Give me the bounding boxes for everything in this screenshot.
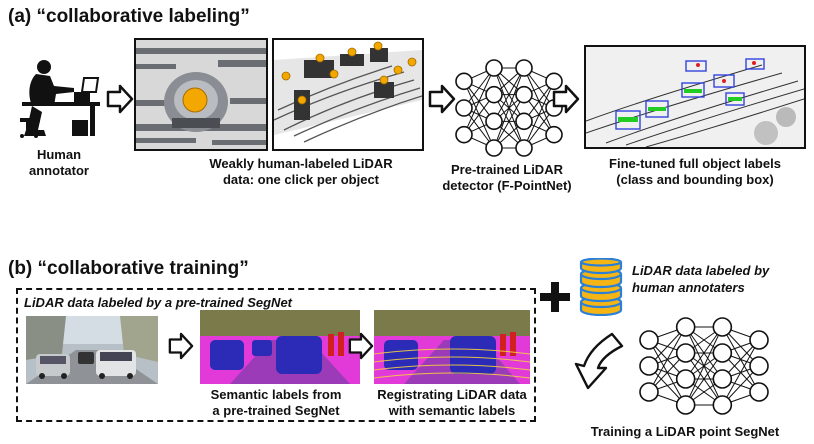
- network-node: [545, 125, 563, 144]
- train-segnet-caption: Training a LiDAR point SegNet: [590, 424, 780, 439]
- network-node: [712, 395, 733, 415]
- network-node: [639, 330, 659, 350]
- network-node: [455, 125, 473, 144]
- network-node: [712, 317, 733, 337]
- network-node: [712, 369, 733, 389]
- arrow-right-icon: [348, 332, 374, 360]
- arrow-right-icon: [552, 84, 580, 114]
- network-node: [749, 382, 769, 402]
- street-photo-image: [26, 316, 158, 384]
- weak-label-caption: Weakly human-labeled LiDAR data: one cli…: [209, 156, 393, 187]
- network-node: [515, 112, 533, 131]
- curved-arrow-icon: [572, 330, 634, 392]
- database-icon: [578, 258, 624, 316]
- semantic-labels-caption: Semantic labels from a pre-trained SegNe…: [210, 387, 342, 418]
- network-node: [639, 382, 659, 402]
- human-annotator-label: Human annotator: [29, 147, 89, 178]
- network-node: [485, 85, 503, 104]
- network-node: [455, 99, 473, 117]
- arrow-right-icon: [106, 84, 134, 114]
- network-node: [749, 356, 769, 376]
- finetuned-caption: Fine-tuned full object labels (class and…: [609, 156, 781, 187]
- pretrained-segnet-group: [16, 288, 536, 422]
- human-data-label: LiDAR data labeled by human annotaters: [632, 263, 770, 295]
- network-node: [515, 59, 533, 77]
- network-node: [749, 330, 769, 350]
- detector-caption: Pre-trained LiDAR detector (F-PointNet): [442, 162, 572, 193]
- bounding-boxes: [615, 58, 765, 130]
- arrow-right-icon: [168, 332, 194, 360]
- finetuned-labels-image: [584, 45, 806, 149]
- weak-label-scene-image: [272, 38, 424, 151]
- network-node: [485, 112, 503, 131]
- network-node: [675, 343, 696, 363]
- weak-label-closeup-image: [134, 38, 268, 151]
- network-node: [712, 343, 733, 363]
- dashed-group-title: LiDAR data labeled by a pre-trained SegN…: [24, 295, 293, 310]
- network-node: [675, 369, 696, 389]
- neural-network-icon: [454, 58, 564, 158]
- click-markers: [281, 41, 417, 105]
- network-node: [515, 139, 533, 157]
- network-node: [485, 139, 503, 157]
- registered-caption: Registrating LiDAR data with semantic la…: [377, 387, 527, 418]
- registered-lidar-image: [374, 310, 530, 384]
- human-annotator-icon: [14, 58, 112, 138]
- network-node: [545, 72, 563, 91]
- arrow-right-icon: [428, 84, 456, 114]
- section-b-heading: (b) “collaborative training”: [8, 258, 249, 279]
- neural-network-icon: [638, 316, 770, 416]
- plus-icon: [540, 282, 570, 312]
- network-node: [515, 85, 533, 104]
- click-marker-icon: [182, 87, 208, 113]
- network-node: [675, 395, 696, 415]
- semantic-labels-image: [200, 310, 360, 384]
- network-node: [485, 59, 503, 77]
- section-a-heading: (a) “collaborative labeling”: [8, 6, 250, 27]
- network-node: [675, 317, 696, 337]
- network-node: [455, 72, 473, 91]
- network-node: [639, 356, 659, 376]
